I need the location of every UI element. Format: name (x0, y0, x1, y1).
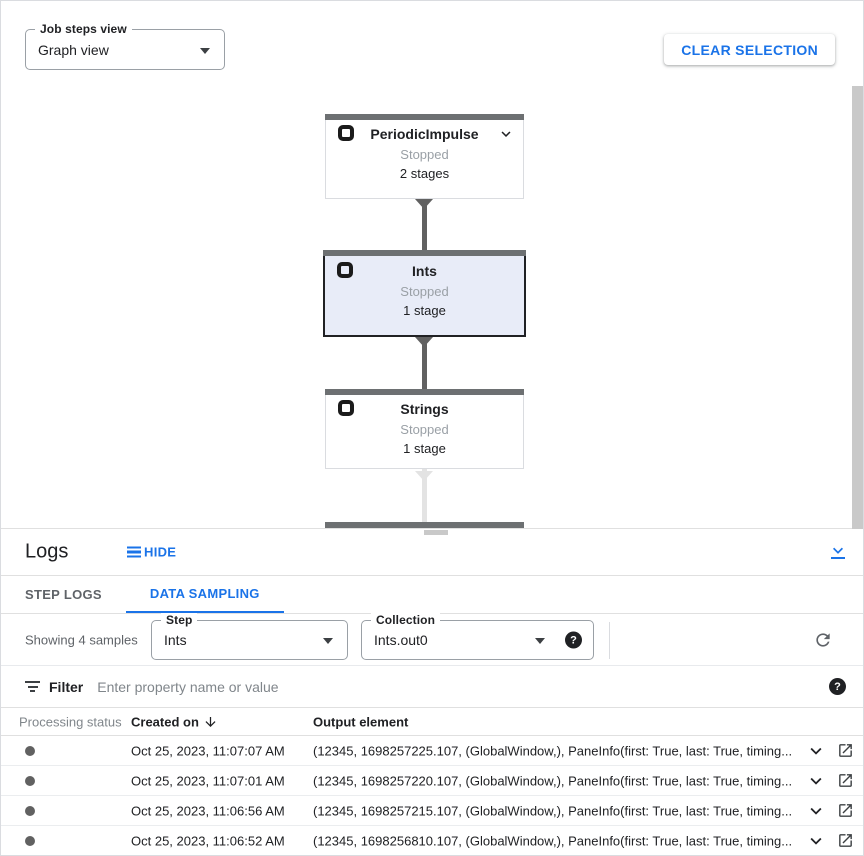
caret-down-icon (535, 638, 545, 644)
job-steps-view-value: Graph view (38, 41, 109, 58)
table-row: Oct 25, 2023, 11:07:01 AM (12345, 169825… (1, 766, 863, 796)
open-in-new-button[interactable] (837, 741, 857, 761)
created-on-cell: Oct 25, 2023, 11:06:52 AM (131, 833, 285, 848)
open-in-new-button[interactable] (837, 801, 857, 821)
job-steps-view-label: Job steps view (35, 22, 132, 36)
transform-icon (337, 262, 353, 278)
filter-label: Filter (49, 678, 84, 695)
node-title: PeriodicImpulse (370, 126, 479, 142)
job-graph-canvas: Job steps view Graph view CLEAR SELECTIO… (1, 1, 863, 529)
clear-selection-button[interactable]: CLEAR SELECTION (664, 34, 835, 65)
open-in-new-button[interactable] (837, 831, 857, 851)
processing-status-dot (25, 805, 35, 816)
output-element-cell: (12345, 1698257225.107, (GlobalWindow,),… (313, 743, 793, 758)
toolbar-divider (609, 622, 610, 659)
table-row: Oct 25, 2023, 11:06:56 AM (12345, 169825… (1, 796, 863, 826)
open-in-new-button[interactable] (837, 771, 857, 791)
column-output-element: Output element (313, 714, 409, 729)
node-stage-count: 1 stage (403, 303, 446, 318)
collapse-panel-icon (828, 545, 848, 560)
data-sampling-toolbar: Showing 4 samples Step Ints Collection I… (1, 613, 863, 666)
graph-node-periodicimpulse[interactable]: PeriodicImpulse Stopped 2 stages (325, 114, 524, 199)
sort-descending-icon[interactable] (203, 714, 218, 729)
node-top-bar (325, 389, 524, 395)
tab-data-sampling[interactable]: DATA SAMPLING (125, 576, 284, 613)
samples-table-header: Processing status Created on Output elem… (1, 708, 863, 736)
node-title: Strings (400, 401, 449, 417)
caret-down-icon (323, 638, 333, 644)
filter-bar: Filter ? (1, 666, 863, 708)
collapse-panel-button[interactable] (828, 542, 848, 562)
collection-select[interactable]: Collection Ints.out0 ? (361, 613, 594, 660)
transform-icon (338, 125, 354, 141)
output-element-cell: (12345, 1698257215.107, (GlobalWindow,),… (313, 803, 793, 818)
horizontal-scrollbar[interactable] (424, 530, 448, 535)
refresh-icon (813, 630, 835, 650)
graph-node-partial (325, 522, 524, 528)
logs-panel-header: Logs HIDE (1, 529, 863, 576)
graph-node-ints[interactable]: Ints Stopped 1 stage (323, 250, 526, 337)
hide-logs-label: HIDE (144, 544, 177, 560)
expand-row-button[interactable] (805, 740, 827, 762)
node-stage-count: 1 stage (403, 441, 446, 456)
step-select[interactable]: Step Ints (151, 613, 348, 660)
logs-panel-title: Logs (25, 540, 69, 563)
graph-node-strings[interactable]: Strings Stopped 1 stage (325, 389, 524, 469)
refresh-button[interactable] (813, 629, 835, 651)
node-status: Stopped (400, 147, 449, 162)
hide-logs-button[interactable]: HIDE (127, 545, 176, 560)
caret-down-icon (200, 47, 210, 54)
transform-icon (338, 400, 354, 416)
processing-status-dot (25, 745, 35, 756)
expand-row-button[interactable] (805, 830, 827, 852)
help-icon[interactable]: ? (565, 631, 582, 649)
node-stage-count: 2 stages (399, 166, 450, 181)
node-status: Stopped (400, 422, 449, 437)
filter-input[interactable] (97, 678, 829, 695)
column-created-on[interactable]: Created on (131, 714, 218, 729)
vertical-scrollbar[interactable] (852, 86, 863, 529)
sample-count-text: Showing 4 samples (25, 632, 138, 647)
step-select-label: Step (161, 613, 198, 627)
table-row: Oct 25, 2023, 11:07:07 AM (12345, 169825… (1, 736, 863, 766)
output-element-cell: (12345, 1698256810.107, (GlobalWindow,),… (313, 833, 793, 848)
created-on-cell: Oct 25, 2023, 11:07:07 AM (131, 743, 285, 758)
processing-status-dot (25, 775, 35, 786)
output-element-cell: (12345, 1698257220.107, (GlobalWindow,),… (313, 773, 793, 788)
help-icon[interactable]: ? (829, 678, 846, 695)
node-status: Stopped (400, 284, 449, 299)
created-on-cell: Oct 25, 2023, 11:06:56 AM (131, 803, 285, 818)
collection-select-value: Ints.out0 (374, 632, 428, 648)
created-on-cell: Oct 25, 2023, 11:07:01 AM (131, 773, 285, 788)
job-steps-view-select[interactable]: Job steps view Graph view (25, 22, 225, 70)
column-processing-status: Processing status (19, 714, 122, 729)
node-top-bar (325, 114, 524, 120)
tab-step-logs[interactable]: STEP LOGS (25, 587, 102, 602)
step-select-value: Ints (164, 632, 187, 648)
filter-icon (25, 681, 40, 692)
table-row: Oct 25, 2023, 11:06:52 AM (12345, 169825… (1, 826, 863, 855)
logs-tab-bar: STEP LOGS DATA SAMPLING (1, 576, 863, 614)
node-title: Ints (412, 263, 437, 279)
node-top-bar (323, 250, 526, 256)
chevron-down-icon[interactable] (497, 125, 515, 143)
processing-status-dot (25, 835, 35, 846)
hide-logs-icon (127, 546, 141, 558)
collection-select-label: Collection (371, 613, 441, 627)
expand-row-button[interactable] (805, 800, 827, 822)
expand-row-button[interactable] (805, 770, 827, 792)
